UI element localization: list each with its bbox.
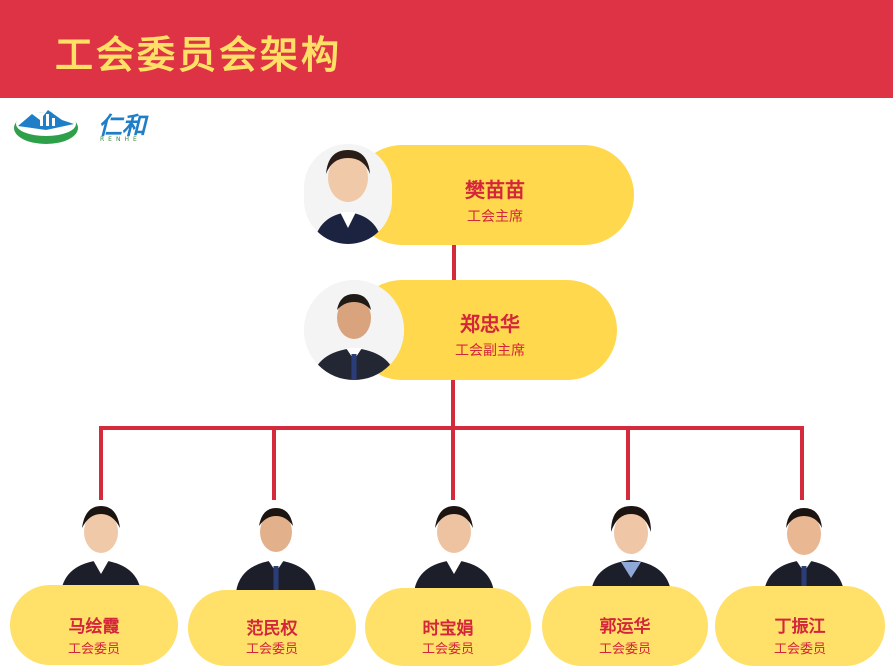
member-avatar xyxy=(585,500,677,592)
member-card xyxy=(715,586,885,666)
member-role: 工会委员 xyxy=(773,642,826,657)
member-name: 范民权 xyxy=(246,619,298,639)
member-avatar xyxy=(55,500,147,592)
connector-member-3 xyxy=(451,426,455,504)
connector-member-4 xyxy=(626,426,630,504)
connector-member-2 xyxy=(272,426,276,504)
logo-text: 仁和 xyxy=(98,112,146,140)
member-name: 丁振江 xyxy=(774,617,826,637)
member-name: 时宝娟 xyxy=(422,619,474,639)
chair-card xyxy=(352,145,634,245)
member-avatar xyxy=(230,500,322,592)
connector-chair-vice xyxy=(452,242,456,282)
member-role: 工会委员 xyxy=(245,642,298,657)
chair-avatar xyxy=(304,144,392,244)
member-name: 郭运华 xyxy=(599,617,651,637)
logo-subtext: RENHE xyxy=(100,136,141,143)
chair-role: 工会主席 xyxy=(467,209,523,225)
member-role: 工会委员 xyxy=(421,642,474,657)
member-card xyxy=(542,586,708,666)
connector-member-1 xyxy=(99,426,103,504)
connector-member-5 xyxy=(800,426,804,504)
company-logo: 仁和 RENHE xyxy=(14,106,154,146)
member-name: 马绘霞 xyxy=(68,617,120,637)
member-avatar xyxy=(758,500,850,592)
logo-icon xyxy=(14,110,78,144)
page-title: 工会委员会架构 xyxy=(55,32,343,77)
header-banner xyxy=(0,0,893,98)
member-card xyxy=(10,585,178,665)
member-role: 工会委员 xyxy=(598,642,651,657)
chair-name: 樊苗苗 xyxy=(465,178,525,202)
member-avatar xyxy=(408,500,500,592)
connector-vice-down xyxy=(451,378,455,428)
vice-chair-avatar xyxy=(304,280,404,380)
vice-chair-name: 郑忠华 xyxy=(460,312,520,336)
member-card xyxy=(188,590,356,666)
member-card xyxy=(365,588,531,666)
vice-chair-role: 工会副主席 xyxy=(455,343,525,359)
member-role: 工会委员 xyxy=(67,642,120,657)
